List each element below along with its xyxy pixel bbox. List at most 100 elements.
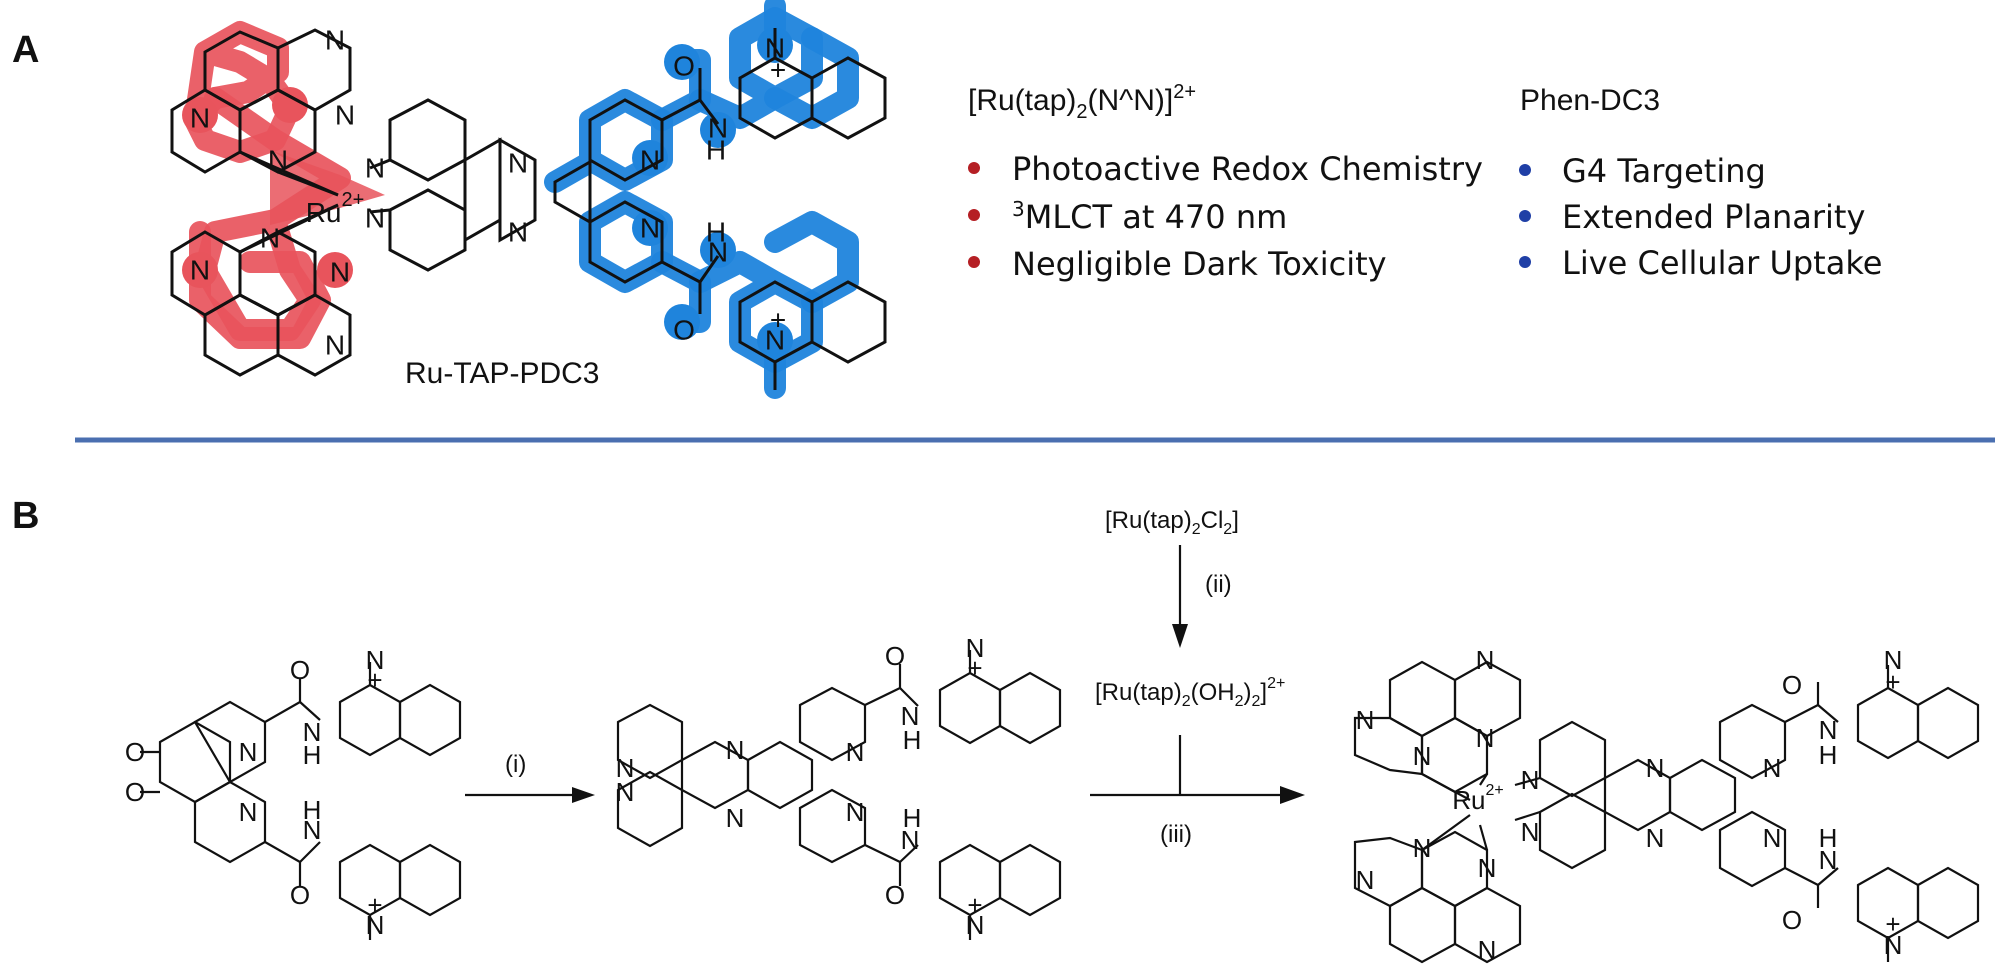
svg-text:H: H [903, 803, 922, 833]
svg-text:N: N [335, 100, 355, 131]
svg-text:N: N [268, 145, 288, 176]
svg-text:N: N [325, 25, 345, 56]
svg-text:N: N [901, 825, 920, 855]
svg-text:N: N [1763, 753, 1782, 783]
svg-text:+: + [1885, 667, 1900, 697]
svg-text:N: N [901, 701, 920, 731]
phen-bullet-dot [1519, 164, 1531, 176]
svg-text:N: N [366, 645, 385, 675]
svg-text:N: N [708, 113, 728, 144]
svg-text:H: H [706, 135, 726, 166]
svg-text:O: O [673, 51, 695, 82]
svg-text:N: N [1476, 723, 1495, 753]
step-ii-label: (ii) [1205, 571, 1232, 598]
svg-text:N: N [239, 797, 258, 827]
svg-text:+: + [1885, 909, 1900, 939]
svg-text:O: O [1782, 670, 1802, 700]
phen-bullet-2: Extended Planarity [1562, 198, 1865, 236]
svg-text:N: N [1819, 845, 1838, 875]
svg-text:N: N [1646, 823, 1665, 853]
svg-text:H: H [1819, 823, 1838, 853]
ru-metal-label: Ru2+ [306, 189, 365, 228]
svg-text:N: N [1884, 930, 1903, 960]
ru-group-title: [Ru(tap)2(N^N)]2+ [968, 81, 1196, 123]
svg-text:N: N [303, 717, 322, 747]
svg-text:N: N [1478, 935, 1497, 965]
phen-bullet-3: Live Cellular Uptake [1562, 244, 1882, 282]
svg-text:+: + [367, 665, 382, 695]
svg-text:N: N [1356, 865, 1375, 895]
svg-text:H: H [903, 725, 922, 755]
svg-text:N: N [966, 633, 985, 663]
phen-bullet-dot [1519, 256, 1531, 268]
svg-text:N: N [303, 815, 322, 845]
svg-text:O: O [125, 737, 145, 767]
svg-text:N: N [616, 753, 635, 783]
panel-a-letter: A [12, 29, 39, 71]
svg-text:N: N [1521, 817, 1540, 847]
phen-dc3-atoms: O O N N N H N H N + N + [640, 33, 786, 356]
svg-text:+: + [770, 305, 786, 336]
dppz-core-structure [369, 98, 537, 272]
phen-bullet-dot [1519, 210, 1531, 222]
reaction-arrow-3-head [1280, 786, 1305, 804]
svg-text:H: H [706, 217, 726, 248]
svg-text:N: N [616, 777, 635, 807]
product-ru-label: Ru2+ [1452, 782, 1504, 816]
compound-name-label: Ru-TAP-PDC3 [405, 357, 599, 390]
svg-text:O: O [885, 880, 905, 910]
svg-text:N: N [365, 203, 385, 234]
ru-group-bullets: Photoactive Redox Chemistry 3MLCT at 470… [968, 150, 1483, 283]
svg-text:N: N [260, 223, 280, 254]
tap-n-atoms: N N N N N N N N [190, 25, 355, 361]
step-iii-label: (iii) [1160, 821, 1192, 848]
svg-text:+: + [770, 55, 786, 86]
svg-text:N: N [366, 910, 385, 940]
intermediate-ligand [616, 650, 1062, 940]
svg-text:+: + [367, 890, 382, 920]
phen-group-bullets: G4 Targeting Extended Planarity Live Cel… [1519, 152, 1882, 282]
svg-text:N: N [1819, 715, 1838, 745]
panel-b-letter: B [12, 495, 39, 537]
svg-text:N: N [765, 33, 785, 64]
reagent-ru-tap-cl2: [Ru(tap)2Cl2] [1105, 507, 1239, 538]
ru-bullet-3: Negligible Dark Toxicity [1012, 245, 1387, 283]
product-complex [1353, 660, 1980, 964]
svg-text:N: N [726, 803, 745, 833]
svg-text:N: N [1413, 741, 1432, 771]
svg-text:N: N [1884, 645, 1903, 675]
intermediate-atoms: N N N N N N O N H N + O N H N + [616, 633, 985, 940]
phen-bullet-1: G4 Targeting [1562, 152, 1766, 190]
svg-text:N: N [330, 257, 350, 288]
svg-text:N: N [640, 213, 660, 244]
svg-text:N: N [1646, 753, 1665, 783]
product-atoms: N N N N N N N N Ru2+ N N N N N N O N H N… [1356, 645, 1903, 965]
svg-text:N: N [190, 255, 210, 286]
svg-text:+: + [967, 653, 982, 683]
reaction-arrow-1-head [572, 787, 595, 803]
starting-material-dione [140, 662, 462, 940]
tap-ligands-structure [170, 28, 352, 377]
svg-text:N: N [508, 148, 528, 179]
ru-bullet-dot [968, 209, 980, 221]
svg-text:N: N [190, 103, 210, 134]
svg-text:N: N [640, 145, 660, 176]
svg-text:N: N [508, 217, 528, 248]
svg-text:N: N [1763, 823, 1782, 853]
svg-text:O: O [1782, 905, 1802, 935]
ru-bullet-1: Photoactive Redox Chemistry [1012, 150, 1483, 188]
step-i-label: (i) [505, 751, 526, 778]
svg-text:N: N [1413, 833, 1432, 863]
svg-text:N: N [325, 330, 345, 361]
svg-text:N: N [1356, 705, 1375, 735]
starting-material-atoms: O O N N O N H N + O N H N + [125, 645, 385, 940]
phen-dc3-highlight [544, 0, 859, 399]
ru-bullet-2: 3MLCT at 470 nm [1012, 197, 1287, 236]
svg-text:N: N [1478, 853, 1497, 883]
ru-bullet-dot [968, 162, 980, 174]
reagent-ru-tap-aqua: [Ru(tap)2(OH2)2]2+ [1095, 675, 1285, 710]
svg-text:H: H [303, 795, 322, 825]
svg-text:O: O [885, 641, 905, 671]
svg-text:H: H [303, 740, 322, 770]
